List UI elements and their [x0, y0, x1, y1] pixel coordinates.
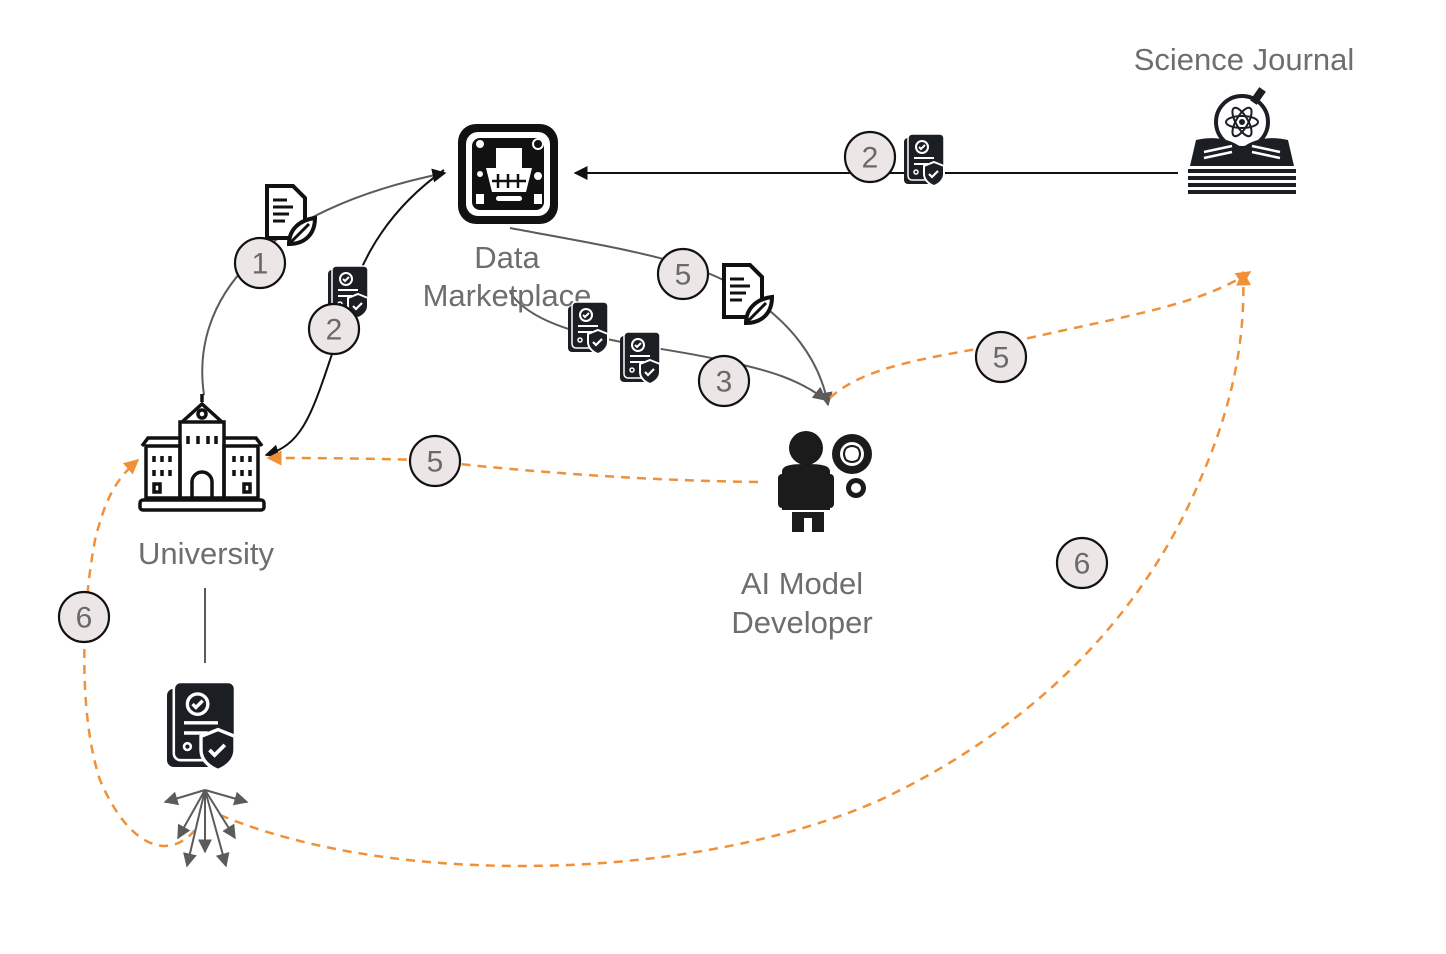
step-badge-5: 5	[408, 434, 462, 488]
person-brain-gear-icon	[778, 431, 872, 532]
svg-text:2: 2	[326, 314, 343, 347]
ai-model-developer-label-line2: Developer	[731, 605, 872, 640]
step-badge-3: 3	[697, 354, 751, 408]
step-badge-5: 5	[656, 247, 710, 301]
certified-document-icon	[902, 132, 946, 188]
edge-developer-to-journal	[829, 270, 1252, 399]
science-journal-label: Science Journal	[1134, 42, 1355, 77]
step-badge-6: 6	[1055, 536, 1109, 590]
data-marketplace-label-line1: Data	[474, 240, 540, 275]
svg-text:6: 6	[76, 602, 93, 635]
edge-developer-to-university	[266, 450, 759, 484]
step-badge-1: 1	[233, 236, 287, 290]
svg-text:3: 3	[716, 366, 733, 399]
svg-text:5: 5	[427, 446, 444, 479]
svg-text:5: 5	[993, 342, 1010, 375]
university-node[interactable]: University	[138, 394, 275, 571]
data-marketplace-node[interactable]: Data Marketplace	[423, 124, 592, 313]
ai-model-developer-label-line1: AI Model	[741, 566, 863, 601]
svg-text:6: 6	[1074, 548, 1091, 581]
leaf-document-icon	[265, 184, 317, 246]
science-journal-node[interactable]: Science Journal	[1134, 42, 1355, 194]
open-book-atom-icon	[1188, 87, 1296, 194]
broadcast-arrows-icon	[163, 789, 249, 868]
shopping-cart-data-icon	[458, 124, 558, 224]
step-badge-2: 2	[307, 302, 361, 356]
step-badge-5: 5	[974, 330, 1028, 384]
certified-document-icon	[618, 330, 662, 386]
step-badge-2: 2	[843, 130, 897, 184]
step-badge-6: 6	[57, 590, 111, 644]
certificate-distribution-node[interactable]	[163, 680, 249, 868]
ai-model-developer-node[interactable]: AI Model Developer	[731, 431, 873, 640]
certified-document-icon	[165, 680, 237, 773]
edge-marketplace-to-developer-3	[509, 291, 828, 401]
svg-text:2: 2	[862, 142, 879, 175]
certified-document-icon	[566, 300, 610, 356]
university-building-icon	[138, 394, 266, 512]
edge-university-to-marketplace	[201, 168, 447, 396]
edge-broadcast-to-journal	[219, 270, 1252, 868]
svg-text:5: 5	[675, 259, 692, 292]
leaf-document-icon	[722, 263, 774, 325]
edge-broadcast-to-university	[83, 459, 196, 847]
data-marketplace-label-line2: Marketplace	[423, 278, 592, 313]
svg-text:1: 1	[252, 248, 269, 281]
university-label: University	[138, 536, 275, 571]
